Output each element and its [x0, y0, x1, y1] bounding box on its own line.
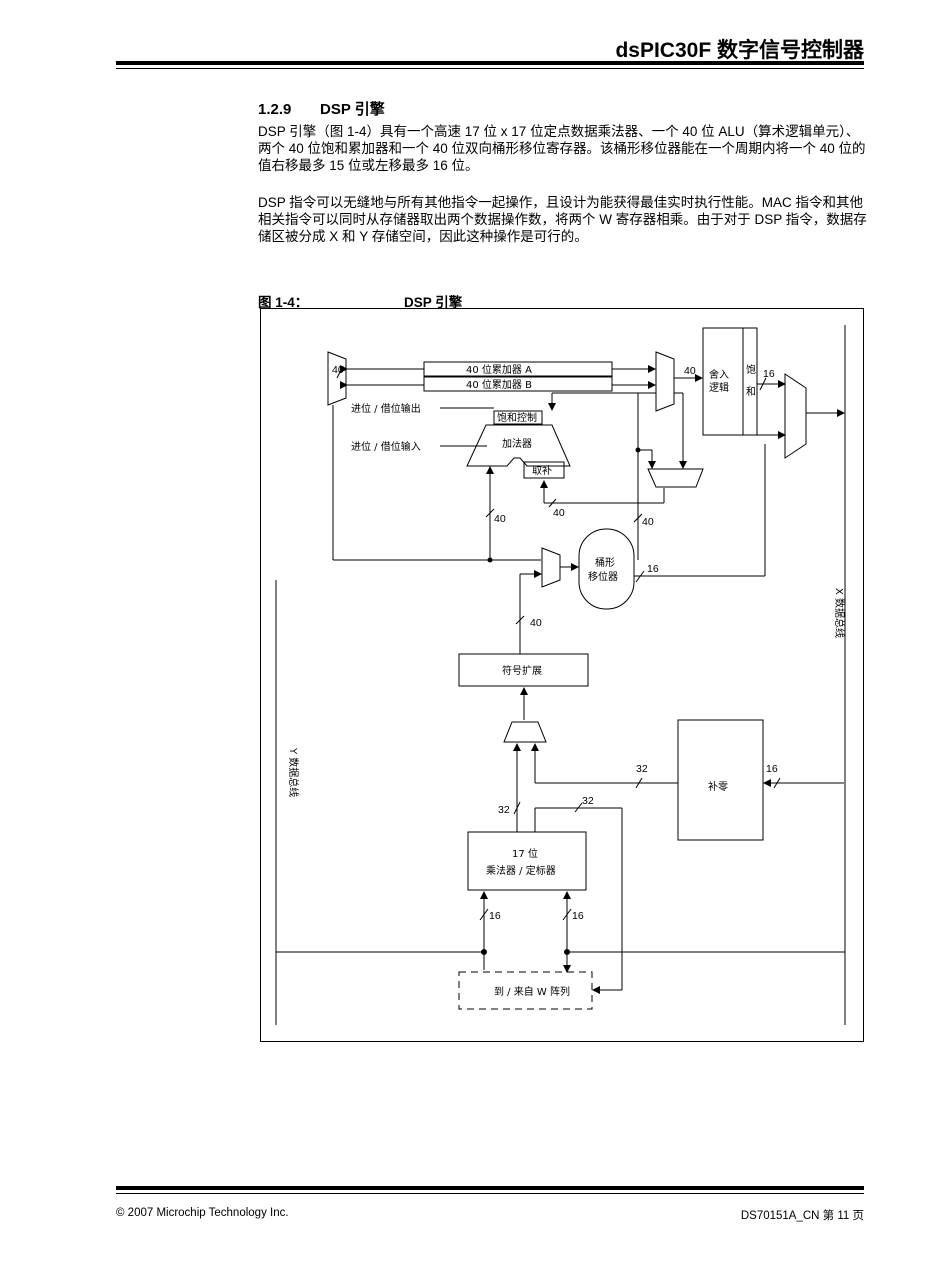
width-40-right-mux: 40: [684, 365, 696, 377]
width-40-barrel-top: 40: [642, 516, 654, 528]
label-acc-a: 40 位累加器 A: [466, 363, 532, 376]
label-zero-pad: 补零: [708, 780, 728, 793]
figure-frame: 40 位累加器 A 40 位累加器 B 进位 / 借位输出 进位 / 借位输入 …: [260, 308, 864, 1042]
header-rule-thin: [116, 68, 864, 69]
left-mux: [327, 351, 347, 406]
paragraph-1: DSP 引擎（图 1-4）具有一个高速 17 位 x 17 位定点数据乘法器、一…: [258, 124, 866, 173]
section-number: 1.2.9: [258, 101, 292, 118]
footer-rule: [116, 1186, 864, 1190]
label-adder: 加法器: [502, 437, 532, 450]
footer-doc-number: DS70151A_CN 第 11 页: [740, 1210, 864, 1222]
accumulator-b: [423, 376, 613, 392]
width-16-barrel: 16: [647, 563, 659, 575]
adder: [466, 424, 571, 467]
label-mult-1: 17 位: [512, 847, 538, 860]
barrel-shifter: [578, 528, 635, 610]
footer-rule-thin: [116, 1193, 864, 1194]
label-round-2: 逻辑: [709, 381, 729, 394]
zero-pad-block: [677, 719, 764, 841]
footer-copyright: © 2007 Microchip Technology Inc.: [116, 1207, 289, 1219]
multiplier-block: [467, 831, 587, 891]
figure-caption-label: 图 1-4：: [258, 295, 309, 310]
label-y-bus: Y 数据总线: [287, 747, 300, 797]
label-sign-ext: 符号扩展: [502, 664, 542, 677]
output-mux: [784, 373, 807, 459]
width-16-zero-pad: 16: [766, 763, 778, 775]
width-32-mult-right: 32: [582, 795, 594, 807]
barrel-mux: [541, 547, 561, 588]
label-barrel-2: 移位器: [588, 570, 618, 583]
label-mult-2: 乘法器 / 定标器: [486, 864, 556, 877]
label-x-bus: X 数据总线: [833, 588, 846, 638]
dsp-engine-diagram: 40 位累加器 A 40 位累加器 B 进位 / 借位输出 进位 / 借位输入 …: [275, 325, 846, 1025]
width-40-sign-ext: 40: [530, 617, 542, 629]
width-16-mult-left: 16: [489, 910, 501, 922]
label-carry-in: 进位 / 借位输入: [351, 440, 421, 453]
label-sat-ctrl: 饱和控制: [497, 411, 537, 424]
width-32-mult-left: 32: [498, 804, 510, 816]
label-negate: 取补: [532, 464, 552, 477]
label-acc-b: 40 位累加器 B: [466, 378, 532, 391]
width-40-adder: 40: [494, 513, 506, 525]
section-heading: 1.2.9 DSP 引擎: [258, 98, 385, 119]
figure-caption: 图 1-4： DSP 引擎: [258, 291, 462, 311]
w-array-block: [458, 971, 593, 1010]
page-header-title: dsPIC30F 数字信号控制器: [615, 39, 864, 62]
feed-mux: [647, 468, 704, 488]
sign-extend-mux: [503, 721, 547, 743]
section-title: DSP 引擎: [320, 101, 385, 118]
figure-caption-title: DSP 引擎: [404, 295, 463, 310]
width-16-mult-right: 16: [572, 910, 584, 922]
label-sat-2: 和: [746, 386, 756, 398]
label-carry-out: 进位 / 借位输出: [351, 402, 421, 415]
sign-extend-block: [458, 653, 589, 687]
saturation-control: [493, 410, 543, 425]
paragraph-2: DSP 指令可以无缝地与所有其他指令一起操作，且设计为能获得最佳实时执行性能。M…: [258, 195, 867, 244]
width-32-zero-pad: 32: [636, 763, 648, 775]
width-40-left-mux: 40: [332, 364, 344, 376]
width-16-round: 16: [763, 368, 775, 380]
label-round-1: 舍入: [709, 368, 729, 381]
negate-block: [523, 461, 565, 479]
width-40-negate: 40: [553, 507, 565, 519]
right-mux: [655, 351, 675, 412]
label-barrel-1: 桶形: [595, 556, 615, 569]
header-rule: [116, 61, 864, 65]
label-w-array: 到 / 来自 W 阵列: [494, 985, 570, 998]
label-sat-1: 饱: [746, 364, 756, 376]
round-logic-block: [702, 327, 758, 436]
